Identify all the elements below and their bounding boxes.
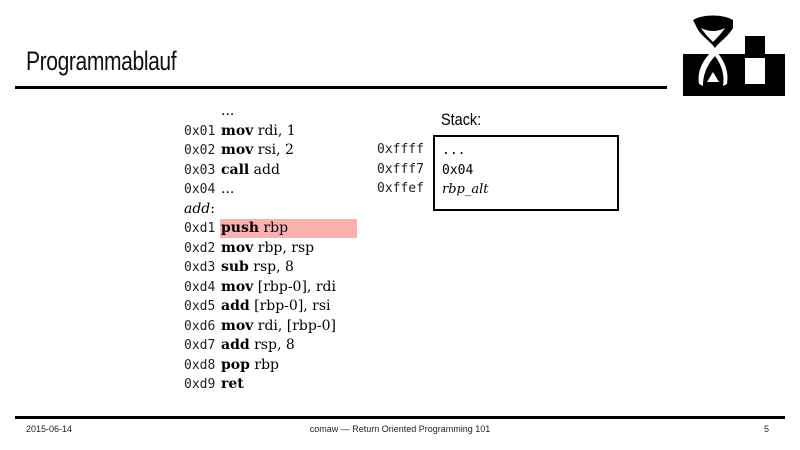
code-line: 0x04... — [184, 181, 235, 197]
title-divider — [15, 86, 667, 89]
stack-title: Stack: — [441, 110, 482, 129]
stack-value: rbp_alt — [442, 182, 489, 197]
footer-date: 2015-06-14 — [26, 424, 73, 434]
code-label-line: add: — [184, 200, 215, 217]
stack-value: 0x04 — [442, 162, 474, 178]
hourglass-logo-icon — [683, 15, 785, 96]
stack-addresses: 0xffff 0xfff7 0xffef — [377, 140, 424, 199]
stack-address: 0xfff7 — [377, 161, 424, 177]
slide-title: Programmablauf — [26, 46, 177, 76]
footer-title: comaw — Return Oriented Programming 101 — [309, 424, 491, 434]
code-line: ... — [221, 103, 235, 119]
stack-value: ... — [442, 143, 466, 158]
footer-page-number: 5 — [764, 424, 770, 434]
function-label: add — [184, 200, 211, 217]
footer-divider — [15, 416, 785, 419]
stack-box: ... 0x04 rbp_alt — [433, 135, 619, 211]
stack-address: 0xffef — [377, 181, 424, 196]
stack-address: 0xffff — [377, 142, 424, 157]
